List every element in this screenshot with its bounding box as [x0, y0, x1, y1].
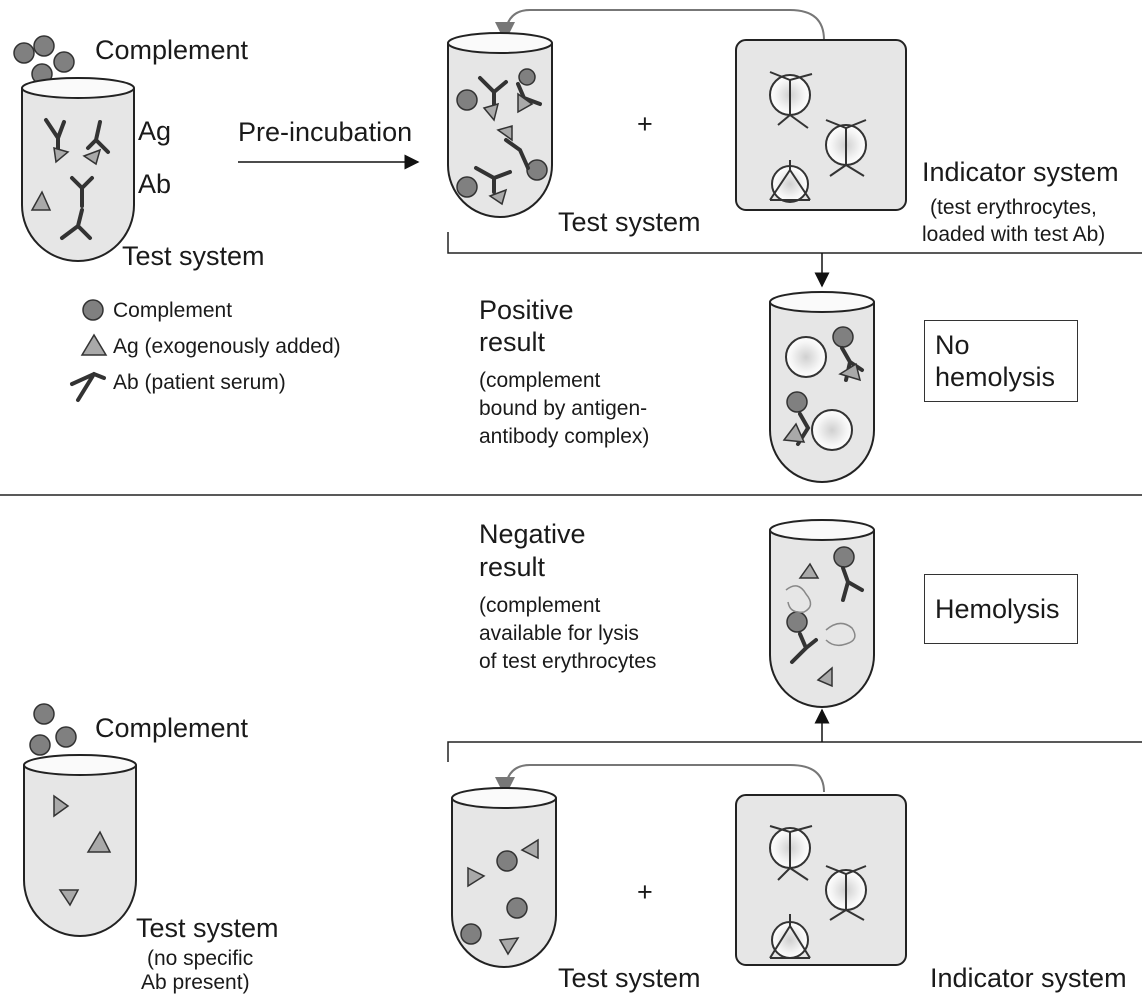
negative-note-3: of test erythrocytes: [479, 649, 656, 674]
ag-label: Ag: [138, 115, 171, 147]
test-system-label-top-left: Test system: [122, 240, 265, 272]
indicator-container-top: [736, 40, 906, 210]
test-tube-top-middle: [448, 33, 552, 217]
positive-title-2: result: [479, 326, 545, 358]
transfer-arrow-top: [505, 10, 824, 40]
test-tube-positive: [770, 292, 874, 482]
negative-note-2: available for lysis: [479, 621, 639, 646]
indicator-system-label-bottom: Indicator system: [930, 962, 1127, 994]
no-hemolysis-line-2: hemolysis: [935, 361, 1067, 393]
positive-note-3: antibody complex): [479, 424, 649, 449]
indicator-note-line-2: loaded with test Ab): [922, 222, 1105, 247]
test-tube-negative: [770, 520, 874, 707]
plus-sign-bottom: +: [637, 876, 653, 908]
legend-antigen-icon: [82, 335, 106, 355]
positive-title-1: Positive: [479, 294, 574, 326]
transfer-arrow-bottom: [505, 765, 824, 795]
negative-title-1: Negative: [479, 518, 586, 550]
hemolysis-label: Hemolysis: [935, 593, 1067, 625]
bracket-line-bottom: [448, 742, 1142, 762]
legend-complement-label: Complement: [113, 298, 232, 323]
legend-antibody-icon: [72, 374, 104, 400]
no-ab-note-1: (no specific: [147, 946, 253, 971]
complement-balls-bottom: [30, 704, 76, 755]
legend-ag-label: Ag (exogenously added): [113, 334, 341, 359]
positive-note-2: bound by antigen-: [479, 396, 647, 421]
negative-note-1: (complement: [479, 593, 600, 618]
indicator-system-label-top: Indicator system: [922, 156, 1119, 188]
no-hemolysis-box: No hemolysis: [924, 320, 1078, 402]
positive-note-1: (complement: [479, 368, 600, 393]
hemolysis-box: Hemolysis: [924, 574, 1078, 644]
plus-sign-top: +: [637, 108, 653, 140]
legend-icons: [72, 300, 106, 400]
complement-balls-top: [14, 36, 74, 84]
test-system-label-top-middle: Test system: [558, 206, 701, 238]
indicator-note-line-1: (test erythrocytes,: [930, 195, 1097, 220]
test-tube-bottom-left: [24, 755, 136, 936]
preincubation-label: Pre-incubation: [238, 116, 412, 148]
legend-ab-label: Ab (patient serum): [113, 370, 286, 395]
test-tube-top-left: [22, 78, 134, 261]
indicator-container-bottom: [736, 795, 906, 965]
complement-label-bottom: Complement: [95, 712, 248, 744]
test-system-label-bottom-left: Test system: [136, 912, 279, 944]
legend-complement-icon: [83, 300, 103, 320]
negative-title-2: result: [479, 551, 545, 583]
no-ab-note-2: Ab present): [141, 970, 250, 995]
complement-label-top: Complement: [95, 34, 248, 66]
test-system-label-bottom-middle: Test system: [558, 962, 701, 994]
no-hemolysis-line-1: No: [935, 329, 1067, 361]
test-tube-bottom-middle: [452, 788, 556, 967]
ab-label: Ab: [138, 168, 171, 200]
